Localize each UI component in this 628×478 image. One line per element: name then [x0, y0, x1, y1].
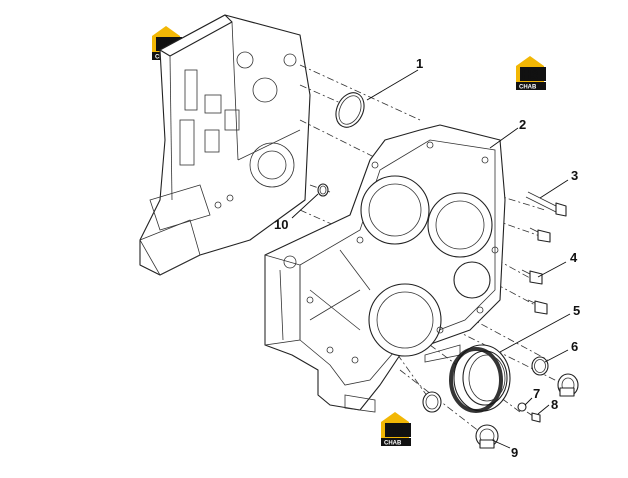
logo-sub-text: CHAB	[519, 85, 537, 91]
callout-5: 5	[573, 303, 580, 318]
bolt-flange-upper	[521, 269, 543, 285]
leader-lines	[291, 69, 571, 449]
bolt-long	[525, 191, 567, 217]
callout-10: 10	[274, 217, 288, 232]
o-ring-lower	[422, 391, 442, 413]
logo-brand-text: H3	[387, 423, 404, 438]
watermark-logo-top-right: H3 CHAB	[516, 56, 546, 91]
bolt-flange-lower	[527, 299, 548, 315]
small-washer	[517, 402, 527, 412]
threaded-plug-right	[557, 373, 579, 397]
bolt-short-upper	[529, 227, 551, 243]
timing-gear-housing	[264, 124, 506, 413]
o-ring-small-right	[531, 356, 549, 376]
callout-1: 1	[416, 56, 423, 71]
callout-8: 8	[551, 397, 558, 412]
watermark-logo-bottom: H3 CHAB	[381, 412, 411, 447]
callout-3: 3	[571, 168, 578, 183]
small-seal-ring	[317, 183, 329, 197]
threaded-plug-lower	[475, 424, 499, 449]
engine-block	[139, 14, 311, 276]
callout-4: 4	[570, 250, 578, 265]
small-bolt	[526, 411, 541, 423]
callout-9: 9	[511, 445, 518, 460]
o-ring-large	[335, 92, 365, 128]
callout-7: 7	[533, 386, 540, 401]
callout-2: 2	[519, 117, 526, 132]
callout-6: 6	[571, 339, 578, 354]
logo-sub-text: CHAB	[384, 441, 402, 447]
logo-brand-text: H3	[522, 67, 539, 82]
crankshaft-oil-seal	[449, 344, 511, 413]
